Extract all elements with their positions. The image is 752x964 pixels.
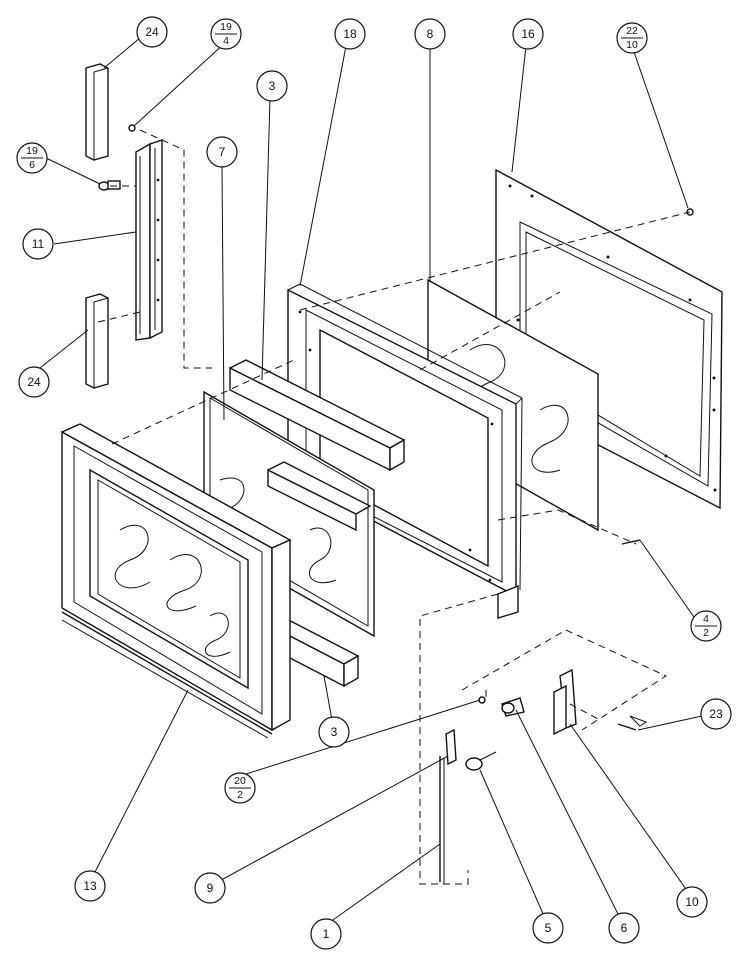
callout-16: 16 <box>512 18 544 50</box>
svg-text:6: 6 <box>29 159 35 171</box>
svg-text:19: 19 <box>220 21 232 33</box>
callout-23: 23 <box>700 698 732 730</box>
svg-text:4: 4 <box>223 35 229 47</box>
callout-19-4: 19 4 <box>210 18 242 50</box>
callout-9: 9 <box>194 872 226 904</box>
svg-text:20: 20 <box>234 775 246 787</box>
callout-6: 6 <box>608 912 640 944</box>
svg-text:16: 16 <box>521 27 535 41</box>
hinge-block-lower <box>85 293 109 389</box>
callout-7: 7 <box>206 136 238 168</box>
svg-text:18: 18 <box>343 27 357 41</box>
svg-text:11: 11 <box>32 237 45 251</box>
callout-13: 13 <box>74 870 106 902</box>
latch-bracket-10 <box>553 668 577 736</box>
svg-text:13: 13 <box>83 879 97 893</box>
svg-text:24: 24 <box>27 375 41 389</box>
svg-text:2: 2 <box>237 789 243 801</box>
callout-20-2: 20 2 <box>224 772 256 804</box>
callout-19-6: 19 6 <box>16 142 48 174</box>
svg-text:23: 23 <box>709 707 723 721</box>
callout-11: 11 <box>22 228 54 260</box>
hinge-bracket <box>135 139 163 341</box>
svg-text:19: 19 <box>26 145 38 157</box>
svg-text:5: 5 <box>545 921 552 935</box>
svg-text:24: 24 <box>145 25 159 39</box>
latch-spring-9 <box>445 728 457 766</box>
svg-text:4: 4 <box>703 613 709 625</box>
callout-10: 10 <box>676 886 708 918</box>
latch-lever-6 <box>501 697 525 717</box>
svg-text:3: 3 <box>269 79 276 93</box>
spacer-bar-upper <box>228 359 406 532</box>
screw-part <box>98 180 121 191</box>
svg-text:8: 8 <box>427 27 434 41</box>
door-outer-frame <box>60 423 292 739</box>
callout-18: 18 <box>334 18 366 50</box>
callout-3-bottom: 3 <box>318 716 350 748</box>
assembly-guide-lines <box>97 129 691 885</box>
screw-19-4 <box>128 124 136 132</box>
callout-5: 5 <box>532 912 564 944</box>
callout-1: 1 <box>310 918 342 950</box>
svg-text:1: 1 <box>323 927 330 941</box>
callout-3-top: 3 <box>256 70 288 102</box>
callout-24-bottom: 24 <box>18 366 50 398</box>
hinge-block-upper <box>85 63 109 161</box>
svg-text:6: 6 <box>621 921 628 935</box>
latch-rod-1 <box>439 756 445 884</box>
leader-lines <box>39 37 703 923</box>
svg-text:3: 3 <box>331 725 338 739</box>
svg-text:22: 22 <box>626 25 638 37</box>
callout-24-top: 24 <box>136 16 168 48</box>
latch-cam-5 <box>465 751 497 771</box>
svg-text:7: 7 <box>219 145 226 159</box>
svg-text:2: 2 <box>703 627 709 639</box>
screw-4 <box>621 539 641 545</box>
screw-23 <box>617 715 648 731</box>
callout-4-2: 4 2 <box>690 610 722 642</box>
svg-text:9: 9 <box>207 881 214 895</box>
svg-text:10: 10 <box>626 39 638 51</box>
callout-22-10: 22 10 <box>616 22 648 54</box>
svg-text:10: 10 <box>685 895 699 909</box>
callout-8: 8 <box>414 18 446 50</box>
